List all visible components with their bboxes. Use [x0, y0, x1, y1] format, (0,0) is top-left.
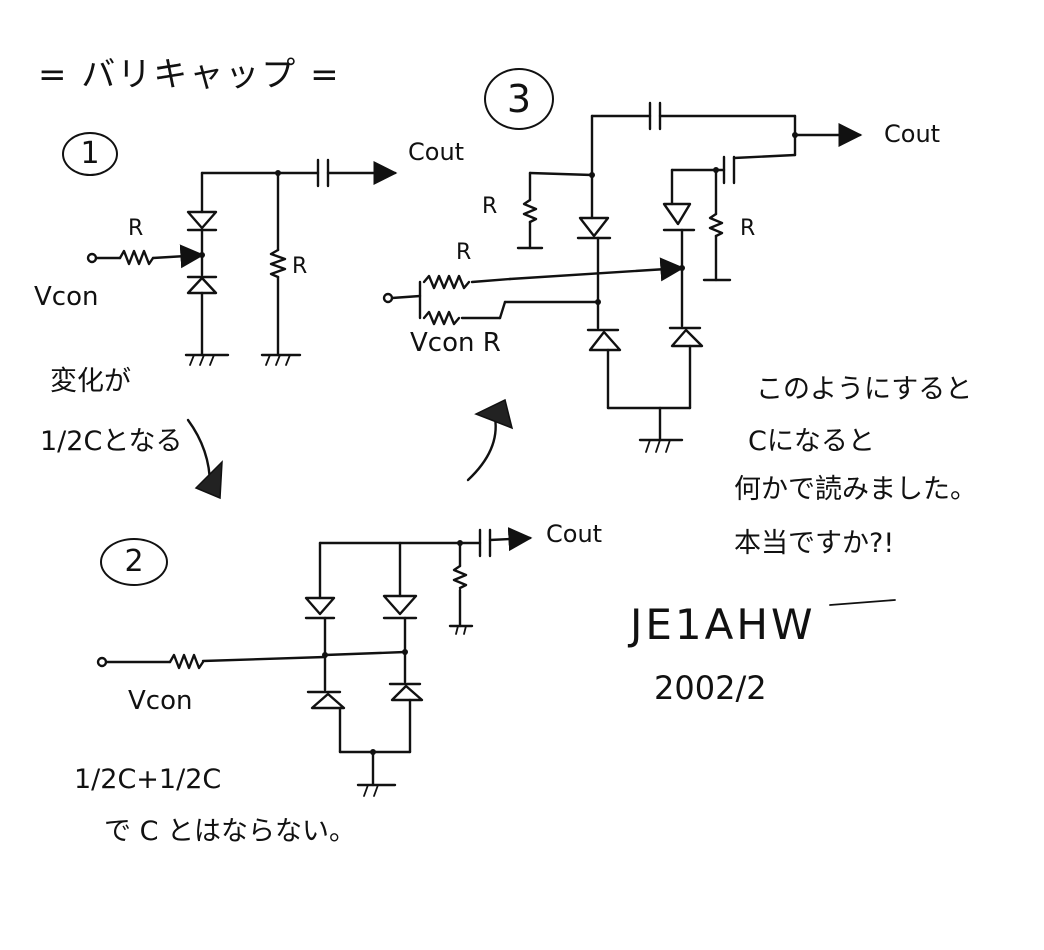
circuit-2-cout-label: Cout: [546, 520, 603, 548]
note-result-line1: 1/2C+1/2C: [74, 764, 222, 795]
note-this-line3: 何かで読みました。: [734, 474, 977, 505]
circuit-1-cout-label: Cout: [408, 138, 465, 166]
circuit-3-marker: 3: [484, 68, 554, 130]
circuit-3-cout-label: Cout: [884, 120, 941, 148]
circuit-3-r-left-label: R: [482, 194, 498, 219]
note-this-line2: Cになると: [748, 426, 875, 457]
circuit-3-vcon-label: Vcon R: [410, 328, 501, 358]
circuit-1-marker: 1: [62, 132, 118, 176]
circuit-2-vcon-label: Vcon: [128, 686, 193, 716]
circuit-1-schematic: [86, 158, 398, 366]
circuit-3-schematic: [382, 101, 863, 453]
circuit-1-r-load-label: R: [292, 254, 308, 279]
note-change-line1: 変化が: [50, 366, 131, 397]
page-title: = バリキャップ =: [38, 55, 341, 95]
signature-flourish: [829, 599, 896, 606]
circuit-1-r-input-label: R: [128, 216, 144, 241]
flow-arrows: [186, 398, 514, 500]
circuit-2-schematic: [96, 527, 533, 797]
signature-author: JE1AHW: [630, 600, 816, 649]
signature-date: 2002/2: [654, 669, 767, 707]
note-change-line2: 1/2Cとなる: [40, 426, 183, 457]
circuit-3-r-input-label: R: [456, 240, 472, 265]
circuit-3-r-right-label: R: [740, 216, 756, 241]
note-this-line1: このようにすると: [756, 374, 973, 405]
note-this-line4: 本当ですか?!: [734, 528, 895, 559]
circuit-2-marker: 2: [100, 538, 168, 586]
note-result-line2: で C とはならない。: [104, 816, 357, 847]
circuit-1-vcon-label: Vcon: [34, 282, 99, 312]
